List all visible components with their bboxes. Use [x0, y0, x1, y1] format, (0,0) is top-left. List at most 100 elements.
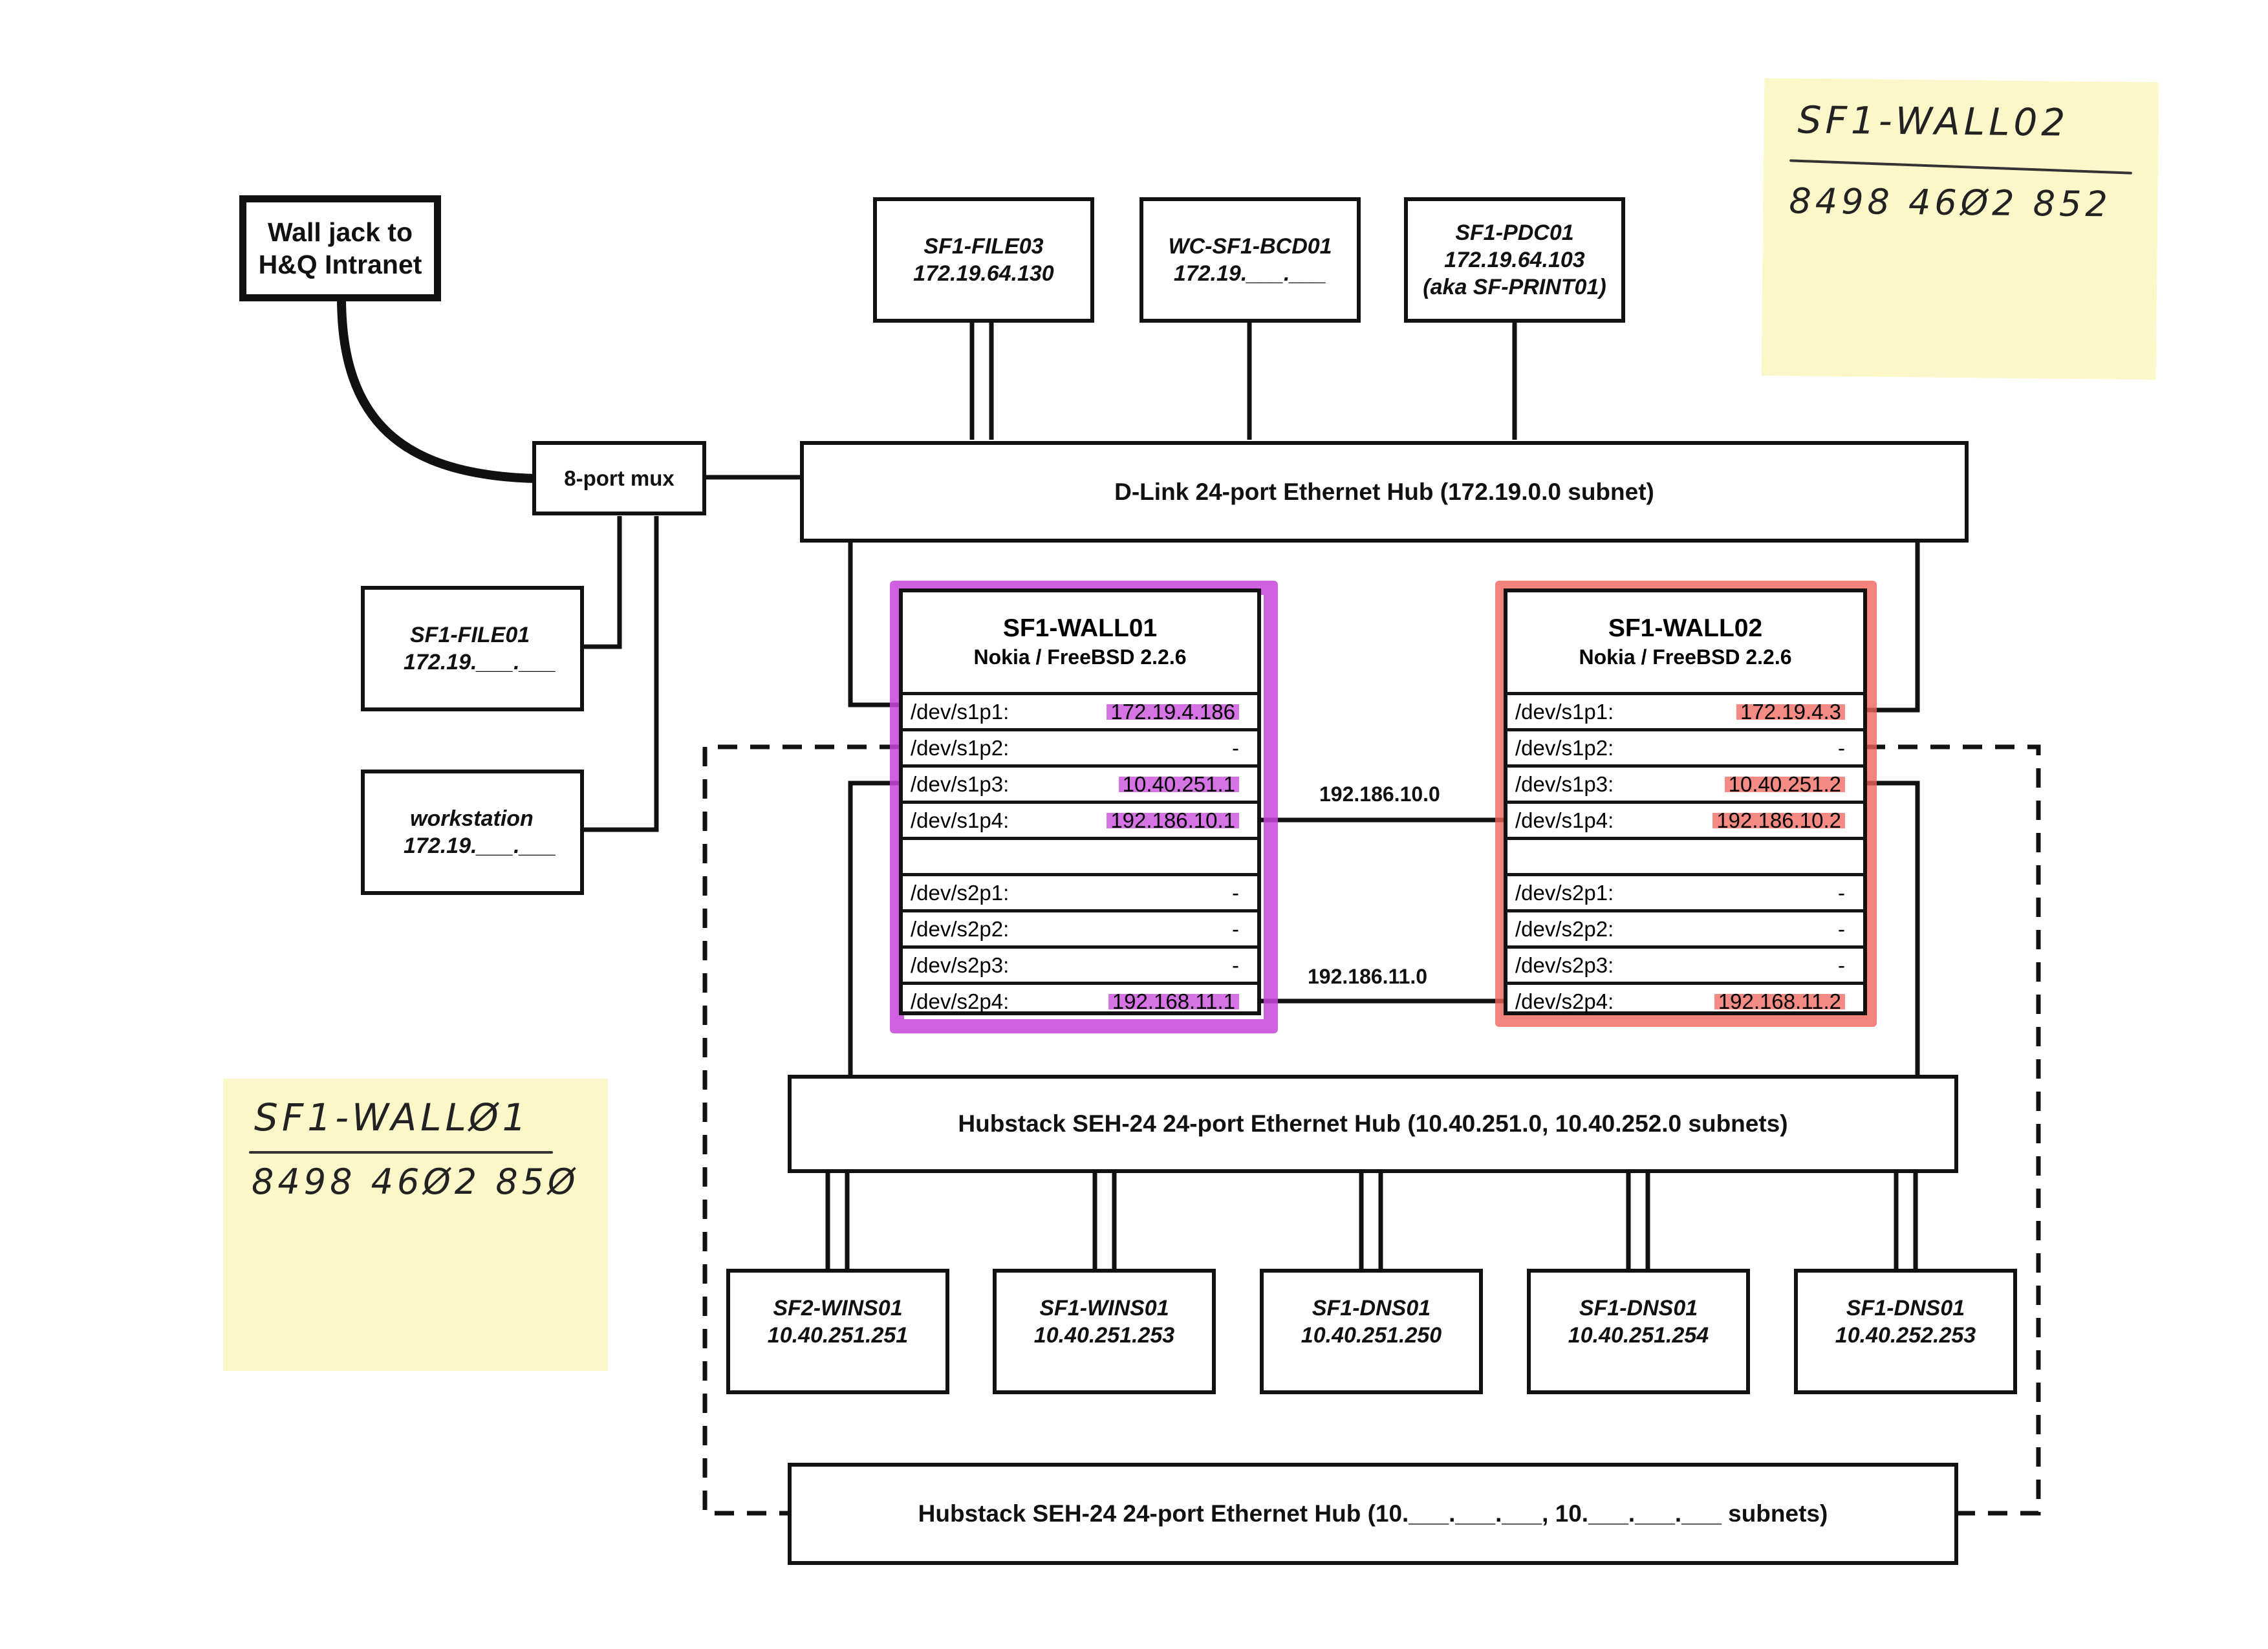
port-iface: /dev/s1p3:	[1515, 771, 1614, 796]
host-ip: 172.19.___.___	[404, 650, 557, 674]
port-value: -	[1838, 953, 1845, 977]
server-ip: 10.40.251.253	[1033, 1323, 1175, 1348]
port-row: /dev/s2p2: -	[1507, 909, 1863, 945]
port-row: /dev/s2p4: 192.168.11.1	[903, 982, 1257, 1018]
port-row: /dev/s1p2: -	[903, 728, 1257, 764]
sticky-note-wall01: SF1-WALLØ1 8498 46Ø2 85Ø	[223, 1079, 608, 1371]
port-iface: /dev/s2p4:	[911, 989, 1010, 1013]
server-bottom-5: SF1-DNS01 10.40.252.253	[1794, 1269, 2017, 1394]
firewall-name: SF1-WALL02	[1608, 614, 1763, 642]
firewall-sf1-wall01: SF1-WALL01 Nokia / FreeBSD 2.2.6 /dev/s1…	[899, 588, 1261, 1015]
port-iface: /dev/s2p3:	[911, 953, 1010, 977]
port-value: -	[1232, 880, 1239, 905]
firewall-sf1-wall02: SF1-WALL02 Nokia / FreeBSD 2.2.6 /dev/s1…	[1504, 588, 1867, 1015]
server-name: WC-SF1-BCD01	[1168, 234, 1332, 259]
port-iface: /dev/s1p2:	[1515, 735, 1614, 760]
port-iface: /dev/s1p4:	[1515, 808, 1614, 832]
port-row: /dev/s2p3:-	[903, 945, 1257, 982]
wall-jack-cable	[337, 293, 541, 483]
port-iface: /dev/s2p1:	[911, 880, 1010, 905]
port-iface: /dev/s1p1:	[1515, 699, 1614, 724]
port-iface: /dev/s1p3:	[911, 771, 1010, 796]
port-row: /dev/s1p1: 172.19.4.3	[1507, 692, 1863, 728]
port-value: 192.186.10.1	[1107, 808, 1239, 833]
port-row: /dev/s2p1: -	[1507, 873, 1863, 909]
port-value: -	[1838, 880, 1845, 905]
port-row-spacer	[903, 837, 1257, 873]
port-iface: /dev/s2p2:	[1515, 916, 1614, 941]
port-iface: /dev/s2p4:	[1515, 989, 1614, 1013]
host-name: workstation	[410, 806, 534, 831]
mux-box: 8-port mux	[532, 441, 706, 515]
wall-jack-box: Wall jack to H&Q Intranet	[239, 195, 441, 301]
port-value: -	[1838, 735, 1845, 760]
sticky-note-wall02: SF1-WALL02 8498 46Ø2 852	[1761, 78, 2159, 380]
server-ip: 10.40.251.250	[1301, 1323, 1442, 1348]
port-row-spacer	[1507, 837, 1863, 873]
port-value: 172.19.4.186	[1107, 699, 1239, 724]
port-value: 192.168.11.1	[1108, 989, 1239, 1014]
firewall-header: SF1-WALL01 Nokia / FreeBSD 2.2.6	[903, 592, 1257, 692]
server-ip: 10.40.252.253	[1835, 1323, 1976, 1348]
port-row: /dev/s1p2: -	[1507, 728, 1863, 764]
server-ip: 10.40.251.254	[1568, 1323, 1709, 1348]
link-label-11: 192.186.11.0	[1308, 965, 1428, 988]
wire-dlink-wall02	[1866, 541, 1920, 713]
port-value: -	[1838, 916, 1845, 941]
wire-mux-file01	[584, 516, 622, 649]
server-bottom-4: SF1-DNS01 10.40.251.254	[1527, 1269, 1750, 1394]
port-value: 192.186.10.2	[1712, 808, 1845, 833]
sticky-title: SF1-WALLØ1	[254, 1095, 530, 1139]
firewall-os: Nokia / FreeBSD 2.2.6	[973, 645, 1187, 669]
server-name: SF1-PDC01	[1455, 221, 1574, 245]
wire-mux-workstation	[584, 516, 659, 832]
host-workstation: workstation 172.19.___.___	[361, 770, 584, 895]
port-row: /dev/s2p2:-	[903, 909, 1257, 945]
port-row: /dev/s2p3: -	[1507, 945, 1863, 982]
server-bottom-3: SF1-DNS01 10.40.251.250	[1260, 1269, 1483, 1394]
port-iface: /dev/s2p1:	[1515, 880, 1614, 905]
port-row: /dev/s1p4: 192.186.10.2	[1507, 801, 1863, 837]
dlink-hub-label: D-Link 24-port Ethernet Hub (172.19.0.0 …	[1114, 478, 1654, 505]
host-ip: 172.19.___.___	[404, 834, 557, 858]
server-name: SF1-DNS01	[1846, 1296, 1965, 1320]
dashed-loop	[702, 744, 899, 1516]
sticky-number: 8498 46Ø2 85Ø	[252, 1161, 579, 1202]
server-ip: 172.19.64.103	[1444, 248, 1585, 272]
mux-label: 8-port mux	[564, 466, 675, 490]
port-value: 172.19.4.3	[1736, 699, 1845, 724]
hubstack-hub-1: Hubstack SEH-24 24-port Ethernet Hub (10…	[788, 1075, 1958, 1173]
server-name: SF1-DNS01	[1579, 1296, 1698, 1320]
dlink-hub: D-Link 24-port Ethernet Hub (172.19.0.0 …	[800, 441, 1969, 543]
port-value: -	[1232, 735, 1239, 760]
firewall-os: Nokia / FreeBSD 2.2.6	[1579, 645, 1792, 669]
port-value: -	[1232, 916, 1239, 941]
port-row: /dev/s2p1: -	[903, 873, 1257, 909]
port-iface: /dev/s1p1:	[911, 699, 1010, 724]
host-sf1-file01: SF1-FILE01 172.19.___.___	[361, 586, 584, 711]
firewall-header: SF1-WALL02 Nokia / FreeBSD 2.2.6	[1507, 592, 1863, 692]
port-iface: /dev/s2p3:	[1515, 953, 1614, 977]
port-value: 10.40.251.2	[1724, 771, 1845, 797]
sticky-title: SF1-WALL02	[1797, 98, 2069, 145]
wire-wall02-hubstack	[1866, 781, 1920, 1076]
server-sf1-pdc01: SF1-PDC01 172.19.64.103 (aka SF-PRINT01)	[1404, 197, 1625, 323]
port-row: /dev/s1p3: 10.40.251.2	[1507, 764, 1863, 801]
sticky-underline	[1789, 159, 2132, 175]
port-iface: /dev/s1p4:	[911, 808, 1010, 832]
server-wc-sf1-bcd01: WC-SF1-BCD01 172.19.___.___	[1139, 197, 1361, 323]
wall-jack-line1: Wall jack to	[267, 217, 413, 247]
port-row: /dev/s2p4:192.168.11.2	[1507, 982, 1863, 1018]
server-alias: (aka SF-PRINT01)	[1423, 275, 1606, 299]
sticky-number: 8498 46Ø2 852	[1789, 180, 2112, 225]
server-bottom-1: SF2-WINS01 10.40.251.251	[726, 1269, 949, 1394]
server-ip: 10.40.251.251	[767, 1323, 909, 1348]
port-iface: /dev/s1p2:	[911, 735, 1010, 760]
server-name: SF1-WINS01	[1039, 1296, 1169, 1320]
wire-wall01-hubstack	[848, 781, 900, 1076]
server-ip: 172.19.64.130	[913, 261, 1054, 286]
server-name: SF2-WINS01	[773, 1296, 903, 1320]
sticky-underline	[249, 1151, 553, 1154]
hubstack-2-label: Hubstack SEH-24 24-port Ethernet Hub (10…	[918, 1500, 1828, 1527]
port-row: /dev/s1p4: 192.186.10.1	[903, 801, 1257, 837]
